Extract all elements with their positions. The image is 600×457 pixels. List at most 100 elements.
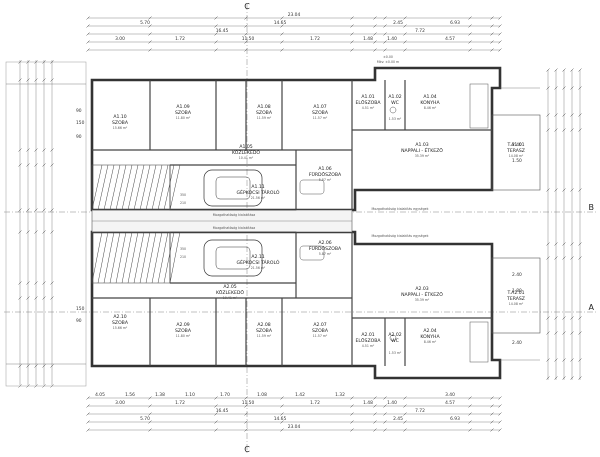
dimension-tick <box>244 420 248 424</box>
dimension-tick <box>468 428 472 432</box>
room-area: 15.66 m² <box>113 126 128 130</box>
dimension-tick <box>42 148 46 152</box>
dimension-tick <box>383 428 387 432</box>
dimension-tick <box>148 396 152 400</box>
dimension-tick <box>86 404 90 408</box>
dimension-tick <box>554 68 558 72</box>
dimension-tick <box>383 396 387 400</box>
dimension-tick <box>468 40 472 44</box>
car-symbol-upper <box>203 169 263 207</box>
dimension-tick <box>280 428 284 432</box>
dim-bot-r1-2: 1.56 <box>125 392 135 398</box>
dimension-tick <box>214 412 218 416</box>
dimension-tick <box>280 48 284 52</box>
dimension-tick <box>34 281 38 285</box>
dim-top-r4-7: 4.57 <box>445 36 455 42</box>
dimension-tick <box>403 32 407 36</box>
dimension-tick <box>546 358 550 362</box>
dimension-tick <box>373 420 377 424</box>
dimension-tick <box>350 40 354 44</box>
room-name: FÜRDŐSZOBA <box>309 171 342 178</box>
dimension-tick <box>50 230 54 234</box>
dimension-tick <box>468 420 472 424</box>
dim-bot-r1-7: 1.42 <box>295 392 305 398</box>
garage-note-lower: Mozgathatóság kialakítása <box>213 226 256 230</box>
dimension-tick <box>468 404 472 408</box>
room-code: T.A2.01 <box>506 290 524 296</box>
dimension-tick <box>163 231 175 284</box>
dimension-tick <box>383 420 387 424</box>
dimension-tick <box>570 358 574 362</box>
dimension-tick <box>546 242 550 246</box>
dimension-tick <box>214 404 218 408</box>
dim-bot-r1-6: 1.08 <box>257 392 267 398</box>
dimension-tick <box>578 113 582 117</box>
room-code: A2.08 <box>257 322 270 328</box>
dim-top-r2-4: 6.93 <box>450 20 460 26</box>
dimension-tick <box>490 404 494 408</box>
dimension-tick <box>244 24 248 28</box>
room-code: A1.09 <box>176 104 189 110</box>
dimension-tick <box>383 40 387 44</box>
dimension-tick <box>578 358 582 362</box>
room-code: A1.05 <box>239 144 252 150</box>
dimension-tick <box>148 404 152 408</box>
dimension-tick <box>498 412 502 416</box>
room-code: A1.06 <box>318 166 331 172</box>
section-label-c-bottom: C <box>244 445 250 454</box>
dimension-tick <box>350 420 354 424</box>
room-name: WC <box>391 100 399 106</box>
dimension-tick <box>148 16 152 20</box>
room-area: 4.51 m² <box>362 106 375 110</box>
dimension-tick <box>50 364 54 368</box>
dimension-tick <box>34 148 38 152</box>
dimension-tick <box>570 242 574 246</box>
dimension-tick <box>554 113 558 117</box>
left-dim-4: 150 <box>76 306 85 312</box>
dimension-tick <box>468 412 472 416</box>
room-area: 15.66 m² <box>113 326 128 330</box>
dimension-tick <box>562 113 566 117</box>
ext-note-lower: Mozgathatóság kialakítás egységek <box>372 234 429 238</box>
dimension-tick <box>498 48 502 52</box>
dimension-tick <box>34 163 38 167</box>
dimension-tick <box>50 78 54 82</box>
dimension-tick <box>103 164 115 211</box>
dimension-tick <box>546 113 550 117</box>
mid-dim-3: 350 <box>180 247 186 251</box>
dimension-tick <box>554 331 558 335</box>
dim-bot-r2-6: 1.40 <box>387 400 397 406</box>
dimension-tick <box>490 428 494 432</box>
dimension-tick <box>403 428 407 432</box>
room-code: A1.01 <box>361 94 374 100</box>
dimension-tick <box>26 163 30 167</box>
dimension-tick <box>490 420 494 424</box>
dim-bot-r1-1: 4.05 <box>95 392 105 398</box>
dimension-tick <box>50 208 54 212</box>
dimension-tick <box>148 420 152 424</box>
room-area: 5.87 m² <box>319 252 332 256</box>
right-dim-5: 2.40 <box>512 340 522 346</box>
dimension-tick <box>554 256 558 260</box>
dimension-tick <box>244 412 248 416</box>
dimension-tick <box>133 231 145 284</box>
dim-bot-r4-3: 2.45 <box>393 416 403 422</box>
dimension-tick <box>148 32 152 36</box>
dimension-tick <box>127 231 139 284</box>
dimension-tick <box>86 420 90 424</box>
dimension-tick <box>151 231 163 284</box>
dimension-tick <box>554 316 558 320</box>
dimension-tick <box>562 358 566 362</box>
section-label-b: B <box>589 203 595 212</box>
dimension-tick <box>562 376 566 380</box>
right-dim-2: 1.50 <box>512 158 522 164</box>
dimension-tick <box>42 78 46 82</box>
left-dim-1: 90 <box>76 108 82 114</box>
dimension-tick <box>546 86 550 90</box>
ext-note-upper: Mozgathatóság kialakítás egységek <box>372 207 429 211</box>
room-name: ELŐSZOBA <box>355 99 381 106</box>
dimension-tick <box>86 32 90 36</box>
dimension-tick <box>383 404 387 408</box>
dimension-tick <box>244 396 248 400</box>
